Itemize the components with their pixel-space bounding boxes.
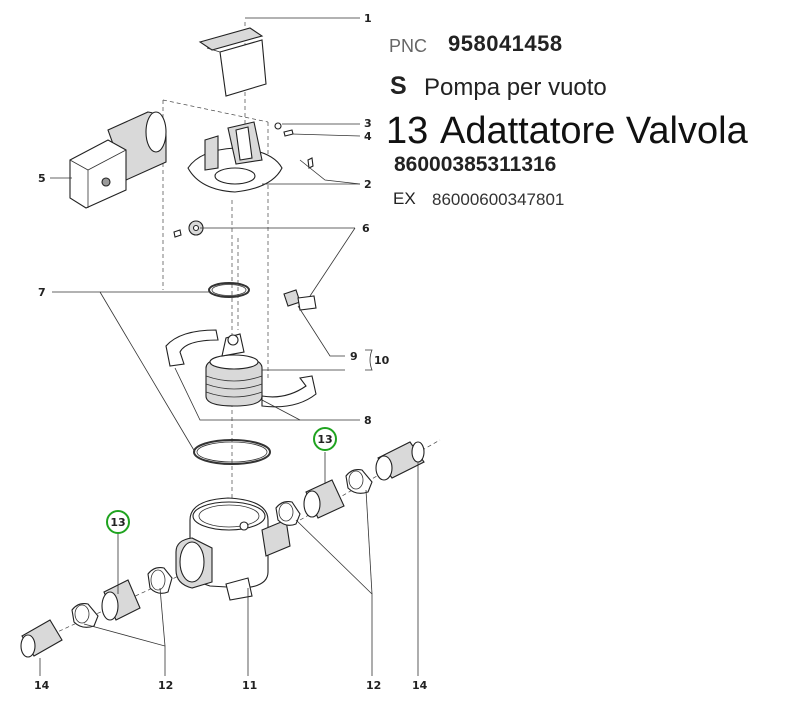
callout-2: 2 xyxy=(364,178,372,191)
callout-11: 11 xyxy=(242,679,257,692)
callout-7: 7 xyxy=(38,286,46,299)
pnc-value: 958041458 xyxy=(448,31,563,56)
callout-5: 5 xyxy=(38,172,46,185)
svg-text:13: 13 xyxy=(317,433,332,446)
callout-4: 4 xyxy=(364,130,372,143)
part-13-valve-adapters xyxy=(101,479,345,621)
callout-14-right: 14 xyxy=(412,679,428,692)
callout-1: 1 xyxy=(364,12,372,25)
callout-9: 9 xyxy=(350,350,358,363)
part-name: Adattatore Valvola xyxy=(440,110,748,152)
highlight-callout-13-right: 13 xyxy=(313,427,337,451)
callout-3: 3 xyxy=(364,117,372,130)
ex-label: EX xyxy=(393,189,416,208)
part-number: 13 xyxy=(386,110,429,152)
parts-8-10-impeller-assembly xyxy=(165,329,317,408)
part-6-bracket xyxy=(173,220,317,311)
part-code: 86000385311316 xyxy=(394,153,557,176)
pnc-label: PNC xyxy=(389,36,428,56)
part-5-motor xyxy=(69,111,167,209)
part-14-end-fittings xyxy=(20,441,425,658)
callout-14-left: 14 xyxy=(34,679,50,692)
callout-8: 8 xyxy=(364,414,372,427)
ex-code: 86000600347801 xyxy=(432,190,565,209)
part-12-seals xyxy=(71,469,373,628)
callout-12-right: 12 xyxy=(366,679,381,692)
callout-labels: 1 3 4 2 5 6 7 9 10 8 14 12 11 12 14 xyxy=(34,12,428,692)
callout-10: 10 xyxy=(374,354,390,367)
leader-lines xyxy=(39,17,419,676)
part-11-pump-housing xyxy=(175,497,291,601)
highlight-callout-13-left: 13 xyxy=(106,510,130,534)
callout-12-left: 12 xyxy=(158,679,173,692)
part-1-cover-plate xyxy=(198,27,267,97)
group-code: S xyxy=(390,72,407,100)
part-7-o-rings xyxy=(193,282,271,465)
svg-text:13: 13 xyxy=(110,516,125,529)
group-name: Pompa per vuoto xyxy=(424,74,607,101)
part-2-flange-plate xyxy=(187,121,283,193)
callout-6: 6 xyxy=(362,222,370,235)
screws-3-4 xyxy=(274,122,314,169)
